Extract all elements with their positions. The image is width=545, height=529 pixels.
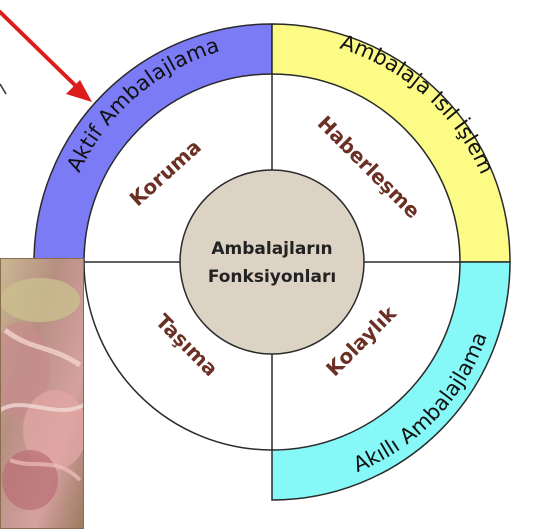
center-title-line2: Fonksiyonları: [208, 267, 336, 287]
center-title-line1: Ambalajların: [211, 239, 332, 259]
center-disc: [180, 170, 364, 354]
red-arrow-icon: [0, 12, 92, 102]
food-photo-icon: [0, 258, 87, 529]
arrow-tail-mark: [0, 84, 6, 94]
